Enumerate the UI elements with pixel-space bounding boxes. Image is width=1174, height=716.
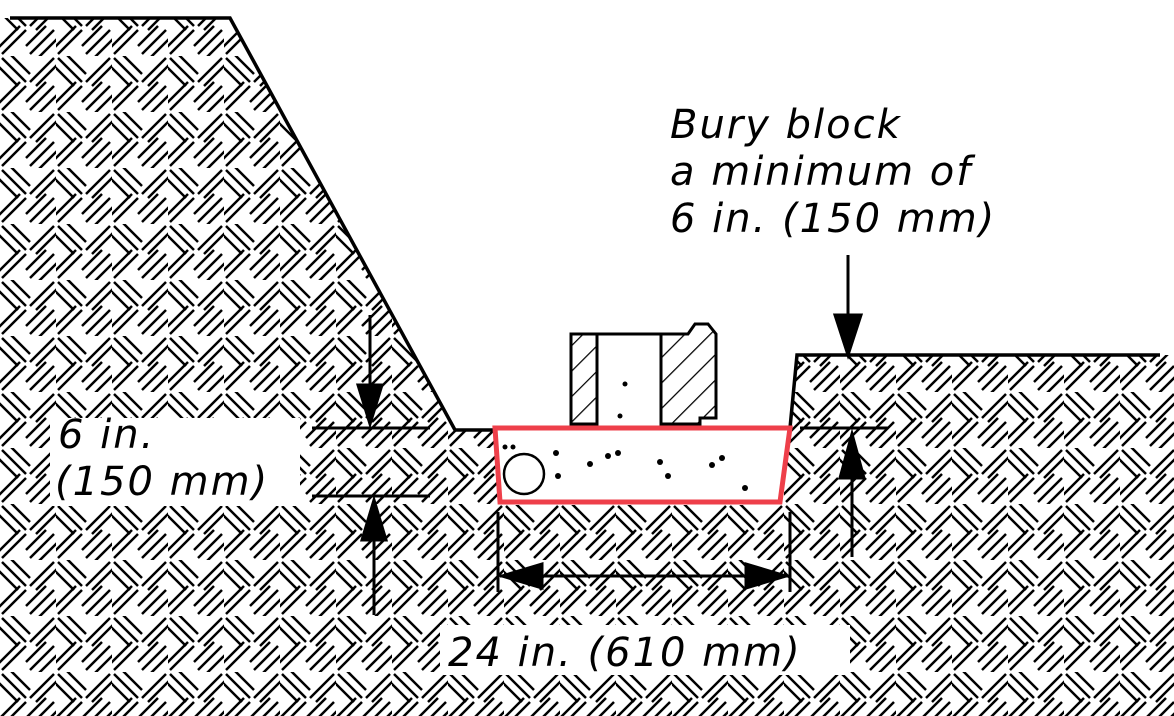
depth-label-line1: 6 in.: [58, 412, 155, 458]
drain-pipe: [502, 452, 546, 496]
ground-outline: [10, 16, 1160, 432]
bury-label-line2: a minimum of: [670, 149, 976, 195]
soil: [0, 18, 1174, 716]
dimensions: [312, 255, 888, 615]
block-unit: [569, 322, 718, 426]
bury-label-line1: Bury block: [670, 102, 902, 148]
depth-label-line2: (150 mm): [55, 459, 269, 505]
bury-label-line3: 6 in. (150 mm): [670, 196, 996, 242]
highlight-box: [492, 425, 793, 505]
width-label: 24 in. (610 mm): [448, 630, 802, 676]
concrete-footing: [492, 425, 793, 505]
